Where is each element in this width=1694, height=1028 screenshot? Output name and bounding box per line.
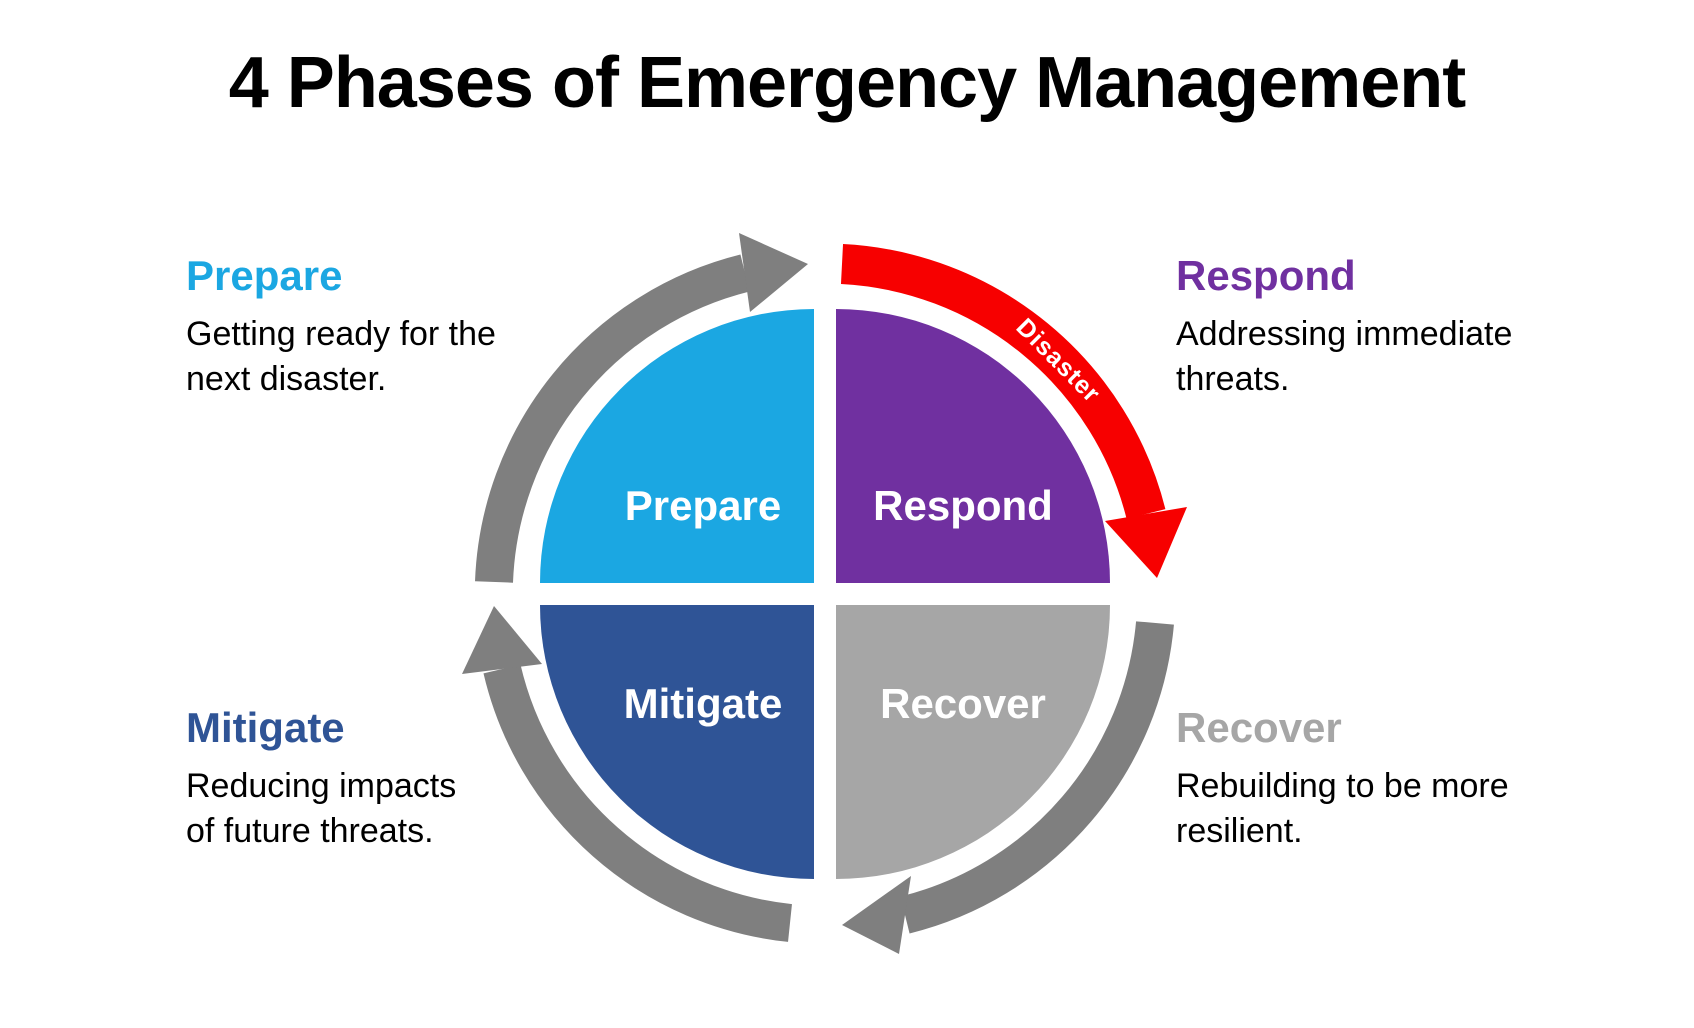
prepare-annotation: Prepare Getting ready for the next disas… bbox=[186, 252, 566, 402]
prepare-annotation-line1: Getting ready for the bbox=[186, 315, 496, 353]
respond-annotation-line2: threats. bbox=[1176, 360, 1290, 398]
recover-annotation-heading: Recover bbox=[1176, 704, 1342, 751]
mitigate-annotation-heading: Mitigate bbox=[186, 704, 345, 751]
cycle-arrow-bottom-left-arc bbox=[483, 664, 792, 942]
cycle-arrowhead-left-icon bbox=[462, 606, 542, 674]
respond-annotation-line1: Addressing immediate bbox=[1176, 315, 1513, 353]
cycle-arrow-top-left-arc bbox=[475, 254, 750, 583]
mitigate-annotation-line2: of future threats. bbox=[186, 812, 434, 850]
recover-annotation-line2: resilient. bbox=[1176, 812, 1303, 850]
page-title: 4 Phases of Emergency Management bbox=[228, 43, 1466, 123]
prepare-annotation-line2: next disaster. bbox=[186, 360, 387, 398]
prepare-annotation-heading: Prepare bbox=[186, 252, 343, 299]
disaster-arrowhead-icon bbox=[1105, 507, 1187, 578]
mitigate-annotation: Mitigate Reducing impacts of future thre… bbox=[186, 704, 566, 854]
quadrant-respond bbox=[836, 309, 1110, 583]
disaster-arc bbox=[840, 244, 1166, 519]
quadrant-label-prepare: Prepare bbox=[625, 482, 781, 529]
quadrant-label-recover: Recover bbox=[880, 680, 1046, 727]
recover-annotation: Recover Rebuilding to be more resilient. bbox=[1176, 704, 1556, 854]
quadrant-label-mitigate: Mitigate bbox=[624, 680, 783, 727]
quadrant-label-respond: Respond bbox=[873, 482, 1053, 529]
cycle-arrowhead-top-icon bbox=[739, 233, 808, 312]
quadrant-recover bbox=[836, 605, 1110, 879]
recover-annotation-line1: Rebuilding to be more bbox=[1176, 767, 1509, 805]
quadrant-prepare bbox=[540, 309, 814, 583]
cycle-arrow-bottom-right-arc bbox=[900, 621, 1174, 934]
respond-annotation: Respond Addressing immediate threats. bbox=[1176, 252, 1556, 402]
respond-annotation-heading: Respond bbox=[1176, 252, 1356, 299]
quadrant-mitigate bbox=[540, 605, 814, 879]
mitigate-annotation-line1: Reducing impacts bbox=[186, 767, 457, 805]
cycle-arrowhead-bottom-icon bbox=[842, 876, 911, 954]
